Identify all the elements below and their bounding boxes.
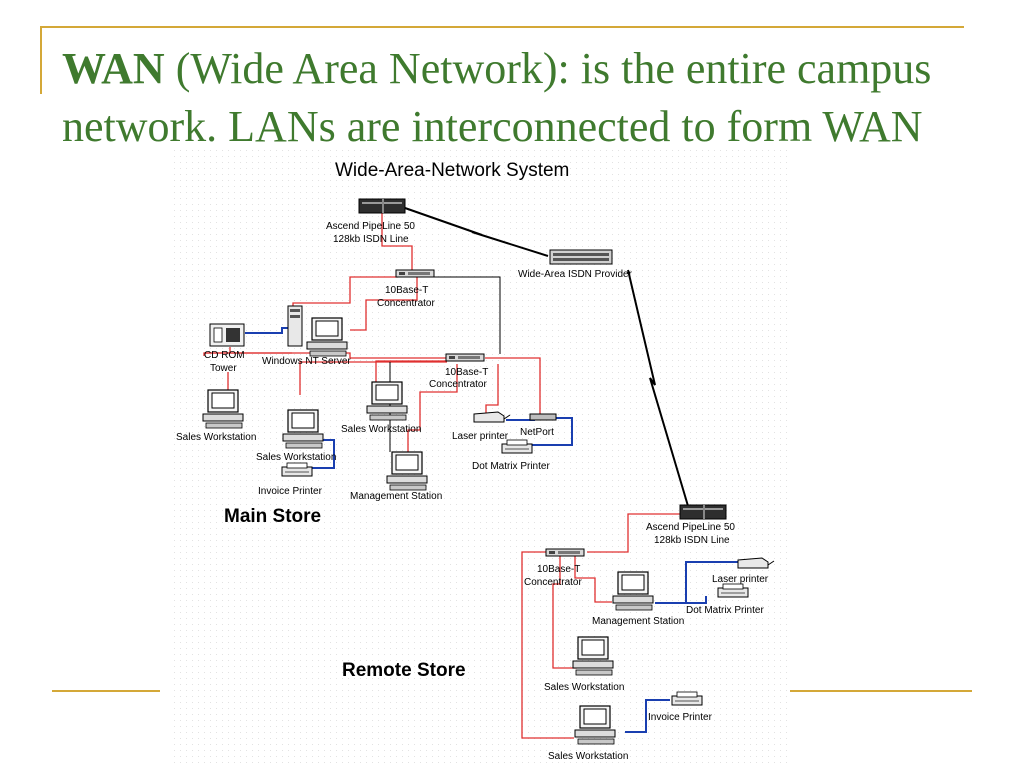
left-accent-rule: [40, 26, 42, 94]
main-router-label-1: Ascend PipeLine 50: [326, 221, 415, 232]
remote-sales-workstation-1-label: Sales Workstation: [544, 682, 624, 693]
isdn-provider-icon: [549, 249, 613, 265]
title-text: (Wide Area Network): is the entire campu…: [62, 44, 932, 151]
netport-label: NetPort: [520, 427, 554, 438]
remote-invoice-printer-label: Invoice Printer: [648, 712, 713, 723]
remote-router-label-1: Ascend PipeLine 50: [646, 522, 735, 533]
top-accent-rule: [40, 26, 964, 28]
main-hub-mid-label-2: Concentrator: [429, 379, 487, 390]
remote-store-label: Remote Store: [342, 660, 466, 681]
diagram-title: Wide-Area-Network System: [335, 160, 569, 181]
slide-title: WAN (Wide Area Network): is the entire c…: [62, 40, 982, 156]
remote-serial-cabling: [625, 561, 740, 733]
main-hub-top-icon: [395, 269, 435, 278]
remote-router-label-2: 128kb ISDN Line: [654, 535, 730, 546]
sales-workstation-2-label: Sales Workstation: [256, 452, 336, 463]
invoice-printer-label: Invoice Printer: [258, 486, 323, 497]
cdrom-label-1: CD ROM: [204, 350, 245, 361]
cdrom-label-2: Tower: [210, 363, 237, 374]
remote-management-station-label: Management Station: [592, 616, 684, 627]
remote-ethernet-cabling: [521, 513, 688, 739]
bottom-rule-right: [790, 690, 972, 692]
cdrom-tower-icon: [209, 323, 245, 347]
remote-hub-label-2: Concentrator: [524, 577, 582, 588]
main-hub-top-label-1: 10Base-T: [385, 285, 428, 296]
sales-workstation-1-label: Sales Workstation: [176, 432, 256, 443]
remote-sales-workstation-2-label: Sales Workstation: [548, 751, 628, 762]
dot-matrix-printer-label: Dot Matrix Printer: [472, 461, 550, 472]
title-keyword: WAN: [62, 44, 165, 93]
main-hub-mid-label-1: 10Base-T: [445, 367, 488, 378]
isdn-link-remote: [627, 269, 689, 507]
remote-laser-printer-label: Laser printer: [712, 574, 769, 585]
remote-hub-icon: [545, 548, 585, 557]
management-station-label: Management Station: [350, 491, 442, 502]
main-router-icon: [358, 198, 406, 214]
netport-icon: [529, 413, 557, 421]
remote-router-icon: [679, 504, 727, 520]
main-hub-top-label-2: Concentrator: [377, 298, 435, 309]
bottom-rule-left: [52, 690, 160, 692]
sales-workstation-3-label: Sales Workstation: [341, 424, 421, 435]
remote-hub-label-1: 10Base-T: [537, 564, 580, 575]
main-store-label: Main Store: [224, 506, 321, 527]
main-router-label-2: 128kb ISDN Line: [333, 234, 409, 245]
isdn-link-main: [404, 207, 549, 257]
main-hub-mid-icon: [445, 353, 485, 362]
isdn-provider-label: Wide-Area ISDN Provider: [518, 269, 633, 280]
server-icon: [287, 305, 348, 357]
remote-dot-matrix-printer-label: Dot Matrix Printer: [686, 605, 764, 616]
main-ethernet-cabling: [203, 213, 541, 452]
laser-printer-label: Laser printer: [452, 431, 509, 442]
server-label: Windows NT Server: [262, 356, 351, 367]
